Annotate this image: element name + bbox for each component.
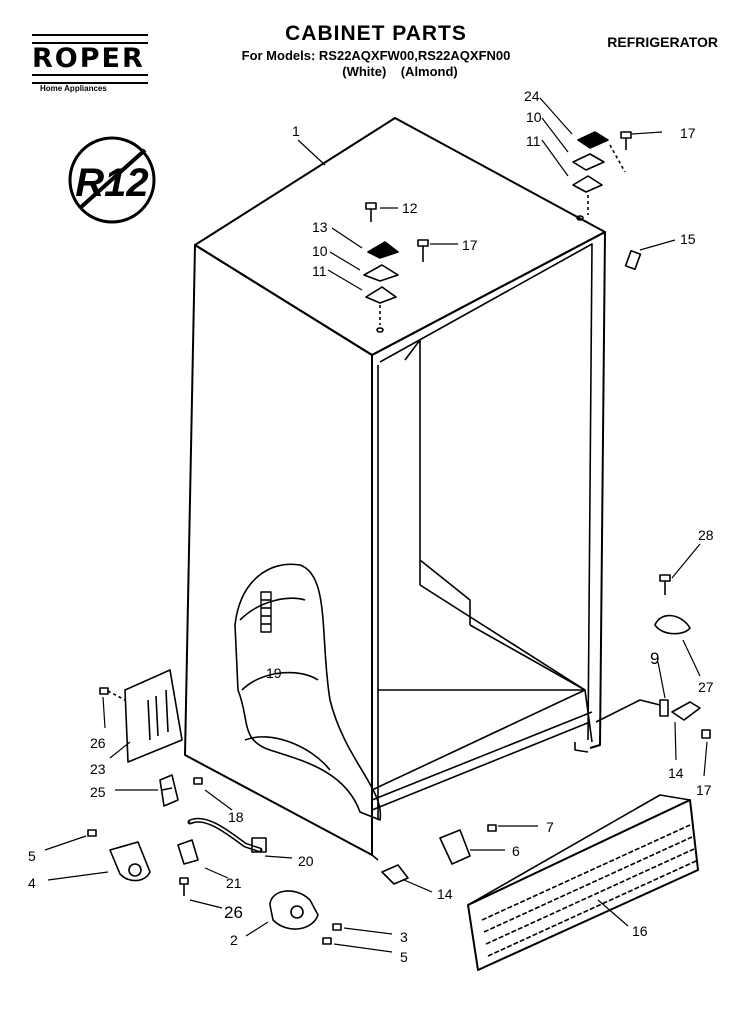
lower-left-parts	[87, 817, 267, 896]
callout-6: 6	[512, 843, 520, 859]
drain-tube-19	[260, 591, 272, 633]
r12-badge-text: R12	[75, 161, 148, 205]
callout-10b: 10	[526, 109, 542, 125]
appliance-category: REFRIGERATOR	[607, 34, 718, 50]
callout-17a: 17	[462, 237, 478, 253]
callout-9: 9	[650, 649, 659, 668]
diagram-title: CABINET PARTS	[285, 22, 467, 45]
logo-bottom-bars	[32, 74, 148, 84]
callout-25: 25	[90, 784, 106, 800]
model-numbers: For Models: RS22AQXFW00,RS22AQXFN00	[241, 48, 511, 63]
left-mounting-plate	[99, 669, 183, 763]
callout-1: 1	[292, 123, 300, 139]
callout-4: 4	[28, 875, 36, 891]
leader-lines	[44, 97, 708, 953]
callout-19: 19	[266, 665, 282, 681]
callout-26b: 26	[224, 903, 243, 922]
toe-grille-16	[467, 794, 699, 971]
callout-labels: 1 12 13 10 11 17 24 10 11 17 15 28 9 27 …	[28, 88, 714, 965]
callout-5b: 5	[400, 949, 408, 965]
callout-7: 7	[546, 819, 554, 835]
cabinet-shell	[184, 117, 606, 861]
callout-2: 2	[230, 932, 238, 948]
callout-24: 24	[524, 88, 540, 104]
callout-12: 12	[402, 200, 418, 216]
callout-3: 3	[400, 929, 408, 945]
logo-subtitle: Home Appliances	[40, 84, 107, 93]
r12-badge: R12	[68, 136, 156, 224]
callout-15: 15	[680, 231, 696, 247]
callout-20: 20	[298, 853, 314, 869]
callout-11b: 11	[526, 133, 541, 149]
callout-26a: 26	[90, 735, 106, 751]
lower-center-parts	[269, 824, 497, 945]
callout-13: 13	[312, 219, 328, 235]
callout-27: 27	[698, 679, 714, 695]
callout-17c: 17	[696, 782, 712, 798]
callout-21: 21	[226, 875, 242, 891]
logo-brand: ROPER	[32, 43, 145, 74]
color-variants: (White) (Almond)	[342, 64, 458, 79]
roper-logo: ROPER Home Appliances	[32, 34, 148, 93]
hook-and-screw	[159, 774, 203, 807]
callout-11a: 11	[312, 263, 327, 279]
center-hinge-assembly	[363, 202, 429, 333]
callout-17b: 17	[680, 125, 696, 141]
callout-23: 23	[90, 761, 106, 777]
callout-5a: 5	[28, 848, 36, 864]
callout-14b: 14	[437, 886, 453, 902]
clip-15	[624, 249, 642, 271]
callout-18: 18	[228, 809, 244, 825]
right-bracket-parts	[595, 574, 711, 739]
callout-14a: 14	[668, 765, 684, 781]
callout-16: 16	[632, 923, 648, 939]
right-hinge-assembly	[572, 131, 632, 221]
logo-top-bars	[32, 34, 148, 44]
callout-10a: 10	[312, 243, 328, 259]
callout-28: 28	[698, 527, 714, 543]
